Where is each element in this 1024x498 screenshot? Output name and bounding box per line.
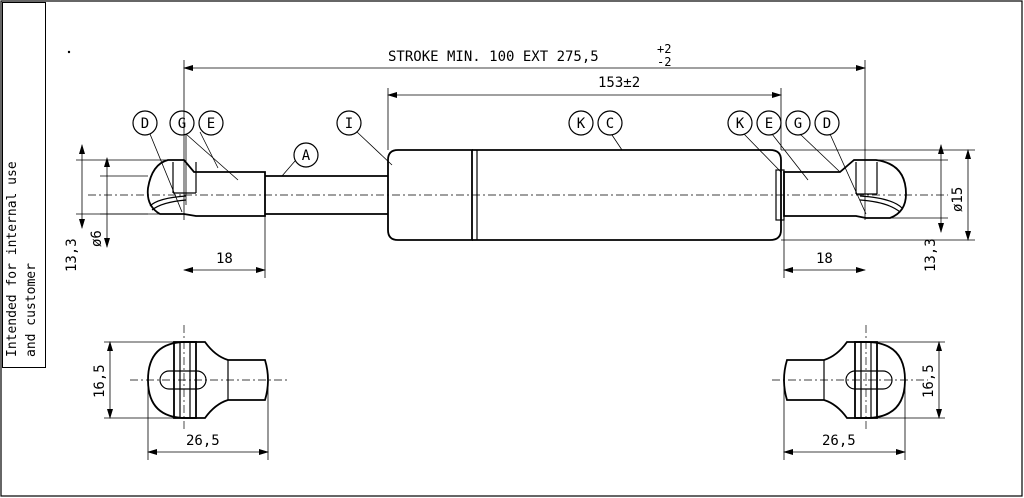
cylinder-body (387, 149, 782, 241)
callout-body-c: C (606, 116, 614, 132)
body-diameter-label: ø15 (950, 187, 966, 212)
right-height-label: 13,3 (923, 238, 939, 272)
stroke-dimension: STROKE MIN. 100 EXT 275,5 +2 -2 (183, 42, 866, 220)
stroke-label: STROKE MIN. 100 EXT 275,5 (388, 49, 599, 65)
callout-right-e: E (765, 116, 773, 132)
callout-i-group: I (336, 110, 393, 166)
right-end-width-label: 26,5 (822, 433, 856, 449)
left-end-height-label: 16,5 (92, 364, 108, 398)
callout-body-k: K (577, 116, 586, 132)
right-eye-length-dimension: 18 (783, 216, 866, 278)
callout-right-g: G (794, 116, 802, 132)
right-end-fitting (775, 159, 907, 221)
callout-left-g: G (178, 116, 186, 132)
callout-tube-i: I (345, 116, 353, 132)
stroke-tol-plus: +2 (657, 42, 671, 56)
callout-left-d: D (141, 116, 149, 132)
body-length-label: 153±2 (598, 75, 640, 91)
left-top-view: 16,5 26,5 (92, 325, 288, 460)
right-top-view: 16,5 26,5 (772, 325, 945, 460)
callout-right-d: D (823, 116, 831, 132)
left-eye-length-label: 18 (216, 251, 233, 267)
piston-rod (265, 175, 388, 215)
callout-right-k: K (736, 116, 745, 132)
callout-kc-group: K C (568, 110, 623, 151)
rod-diameter-dimension: ø6 (89, 157, 148, 248)
right-height-dimension: 13,3 (876, 144, 948, 272)
callouts-right: K E G D (727, 110, 867, 215)
rod-diameter-label: ø6 (89, 230, 105, 247)
callout-a-group: A (281, 142, 319, 177)
left-eye-length-dimension: 18 (183, 216, 266, 278)
left-height-label: 13,3 (64, 238, 80, 272)
stroke-tol-minus: -2 (657, 55, 671, 69)
callout-left-e: E (207, 116, 215, 132)
right-end-height-label: 16,5 (921, 364, 937, 398)
left-end-width-label: 26,5 (186, 433, 220, 449)
callouts-left: D G E (132, 110, 239, 213)
body-length-dimension: 153±2 (387, 75, 782, 150)
callout-rod-a: A (302, 148, 311, 164)
left-end-fitting (146, 159, 266, 217)
side-note-box: Intended for internal use and customer (2, 2, 46, 368)
dot-mark (67, 50, 71, 54)
right-eye-length-label: 18 (816, 251, 833, 267)
